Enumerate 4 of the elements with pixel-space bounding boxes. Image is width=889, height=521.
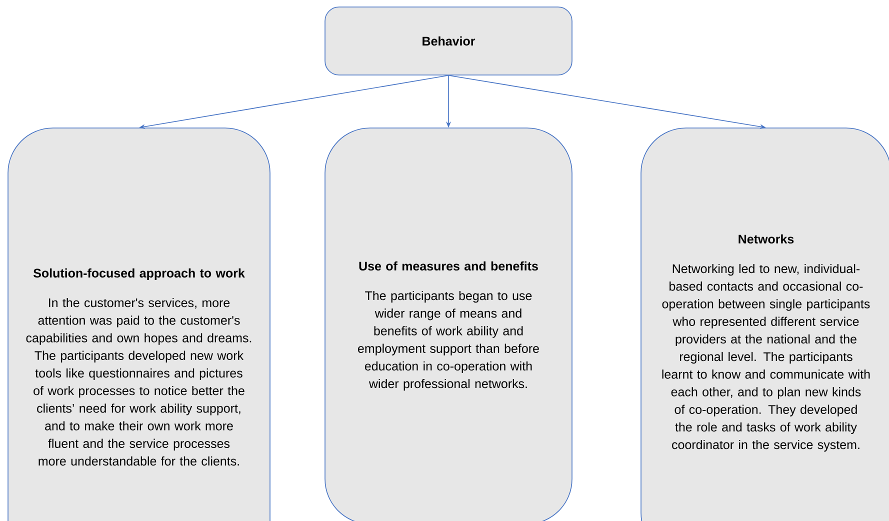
rounded-box: Solution-focused approach to work In the customer's services, more attention was paid to the customer's capabilities and own hopes and dreams. The participants developed new work tools like questionnaires and pictures of work processes to notice better the clients’ need for work ability support, and to make their own work more fluent and the service processes more understandable for the clients. — [8, 128, 270, 521]
rounded-box: Networks Networking led to new, individual-based contacts and occasional co-operation between single participants who represented different service providers at the national and the regional level. The participants learnt to know and communicate with each other, and to plan new kinds of co-operation. They developed the role and tasks of work ability coordinator in the service system. — [640, 128, 889, 521]
heading-box: Behavior — [324, 6, 572, 76]
rounded-box: Use of measures and benefits The participants began to use wider range of means and benefits of work ability and employment support than before education in co-operation with wider professional networks. — [324, 128, 572, 521]
